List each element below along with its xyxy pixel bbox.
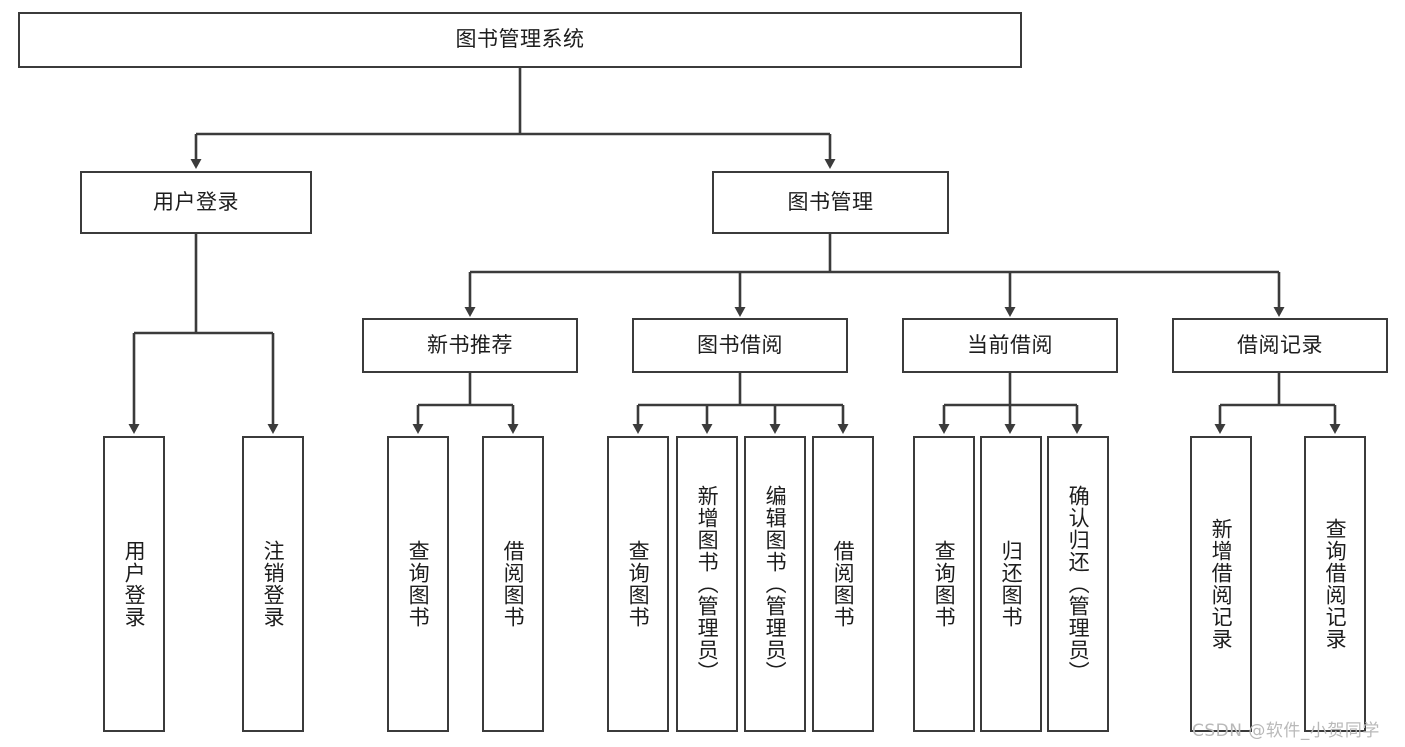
node-user-login[interactable]: 用户登录 [80, 171, 312, 234]
node-new-book-rec[interactable]: 新书推荐 [362, 318, 578, 373]
node-leaf-user-login-label: 用户登录 [122, 540, 147, 628]
node-new-book-rec-label: 新书推荐 [427, 332, 513, 357]
node-book-manage-label: 图书管理 [787, 189, 874, 214]
node-leaf-logout-label: 注销登录 [261, 540, 286, 628]
node-leaf-add-borrow-record[interactable]: 新增借阅记录 [1190, 436, 1252, 732]
watermark: CSDN @软件_小贺同学 [1192, 721, 1380, 741]
node-leaf-query-book-1-label: 查询图书 [406, 540, 431, 628]
node-root-label: 图书管理系统 [455, 27, 585, 52]
node-book-borrow-label: 图书借阅 [697, 332, 783, 357]
node-leaf-return-book-label: 归还图书 [999, 540, 1024, 628]
node-leaf-query-book-2-label: 查询图书 [626, 540, 651, 628]
node-leaf-confirm-return[interactable]: 确认归还（管理员） [1047, 436, 1109, 732]
node-leaf-add-book-label: 新增图书（管理员） [695, 485, 720, 683]
node-leaf-user-login[interactable]: 用户登录 [103, 436, 165, 732]
node-user-login-label: 用户登录 [153, 189, 239, 214]
node-leaf-return-book[interactable]: 归还图书 [980, 436, 1042, 732]
node-borrow-record[interactable]: 借阅记录 [1172, 318, 1388, 373]
node-leaf-borrow-book-2-label: 借阅图书 [831, 540, 856, 628]
node-leaf-borrow-book-1-label: 借阅图书 [501, 540, 526, 628]
node-current-borrow[interactable]: 当前借阅 [902, 318, 1118, 373]
node-root[interactable]: 图书管理系统 [18, 12, 1022, 68]
node-current-borrow-label: 当前借阅 [967, 332, 1053, 357]
node-book-manage[interactable]: 图书管理 [712, 171, 949, 234]
node-leaf-logout[interactable]: 注销登录 [242, 436, 304, 732]
node-leaf-add-borrow-record-label: 新增借阅记录 [1209, 518, 1234, 650]
node-leaf-borrow-book-2[interactable]: 借阅图书 [812, 436, 874, 732]
node-leaf-query-borrow-record-label: 查询借阅记录 [1323, 518, 1348, 650]
node-leaf-add-book[interactable]: 新增图书（管理员） [676, 436, 738, 732]
node-leaf-edit-book-label: 编辑图书（管理员） [763, 485, 788, 683]
node-book-borrow[interactable]: 图书借阅 [632, 318, 848, 373]
node-borrow-record-label: 借阅记录 [1237, 332, 1323, 357]
node-leaf-query-borrow-record[interactable]: 查询借阅记录 [1304, 436, 1366, 732]
node-leaf-edit-book[interactable]: 编辑图书（管理员） [744, 436, 806, 732]
node-leaf-query-book-2[interactable]: 查询图书 [607, 436, 669, 732]
node-leaf-query-book-3[interactable]: 查询图书 [913, 436, 975, 732]
node-leaf-query-book-1[interactable]: 查询图书 [387, 436, 449, 732]
node-leaf-borrow-book-1[interactable]: 借阅图书 [482, 436, 544, 732]
node-leaf-query-book-3-label: 查询图书 [932, 540, 957, 628]
node-leaf-confirm-return-label: 确认归还（管理员） [1066, 485, 1091, 683]
